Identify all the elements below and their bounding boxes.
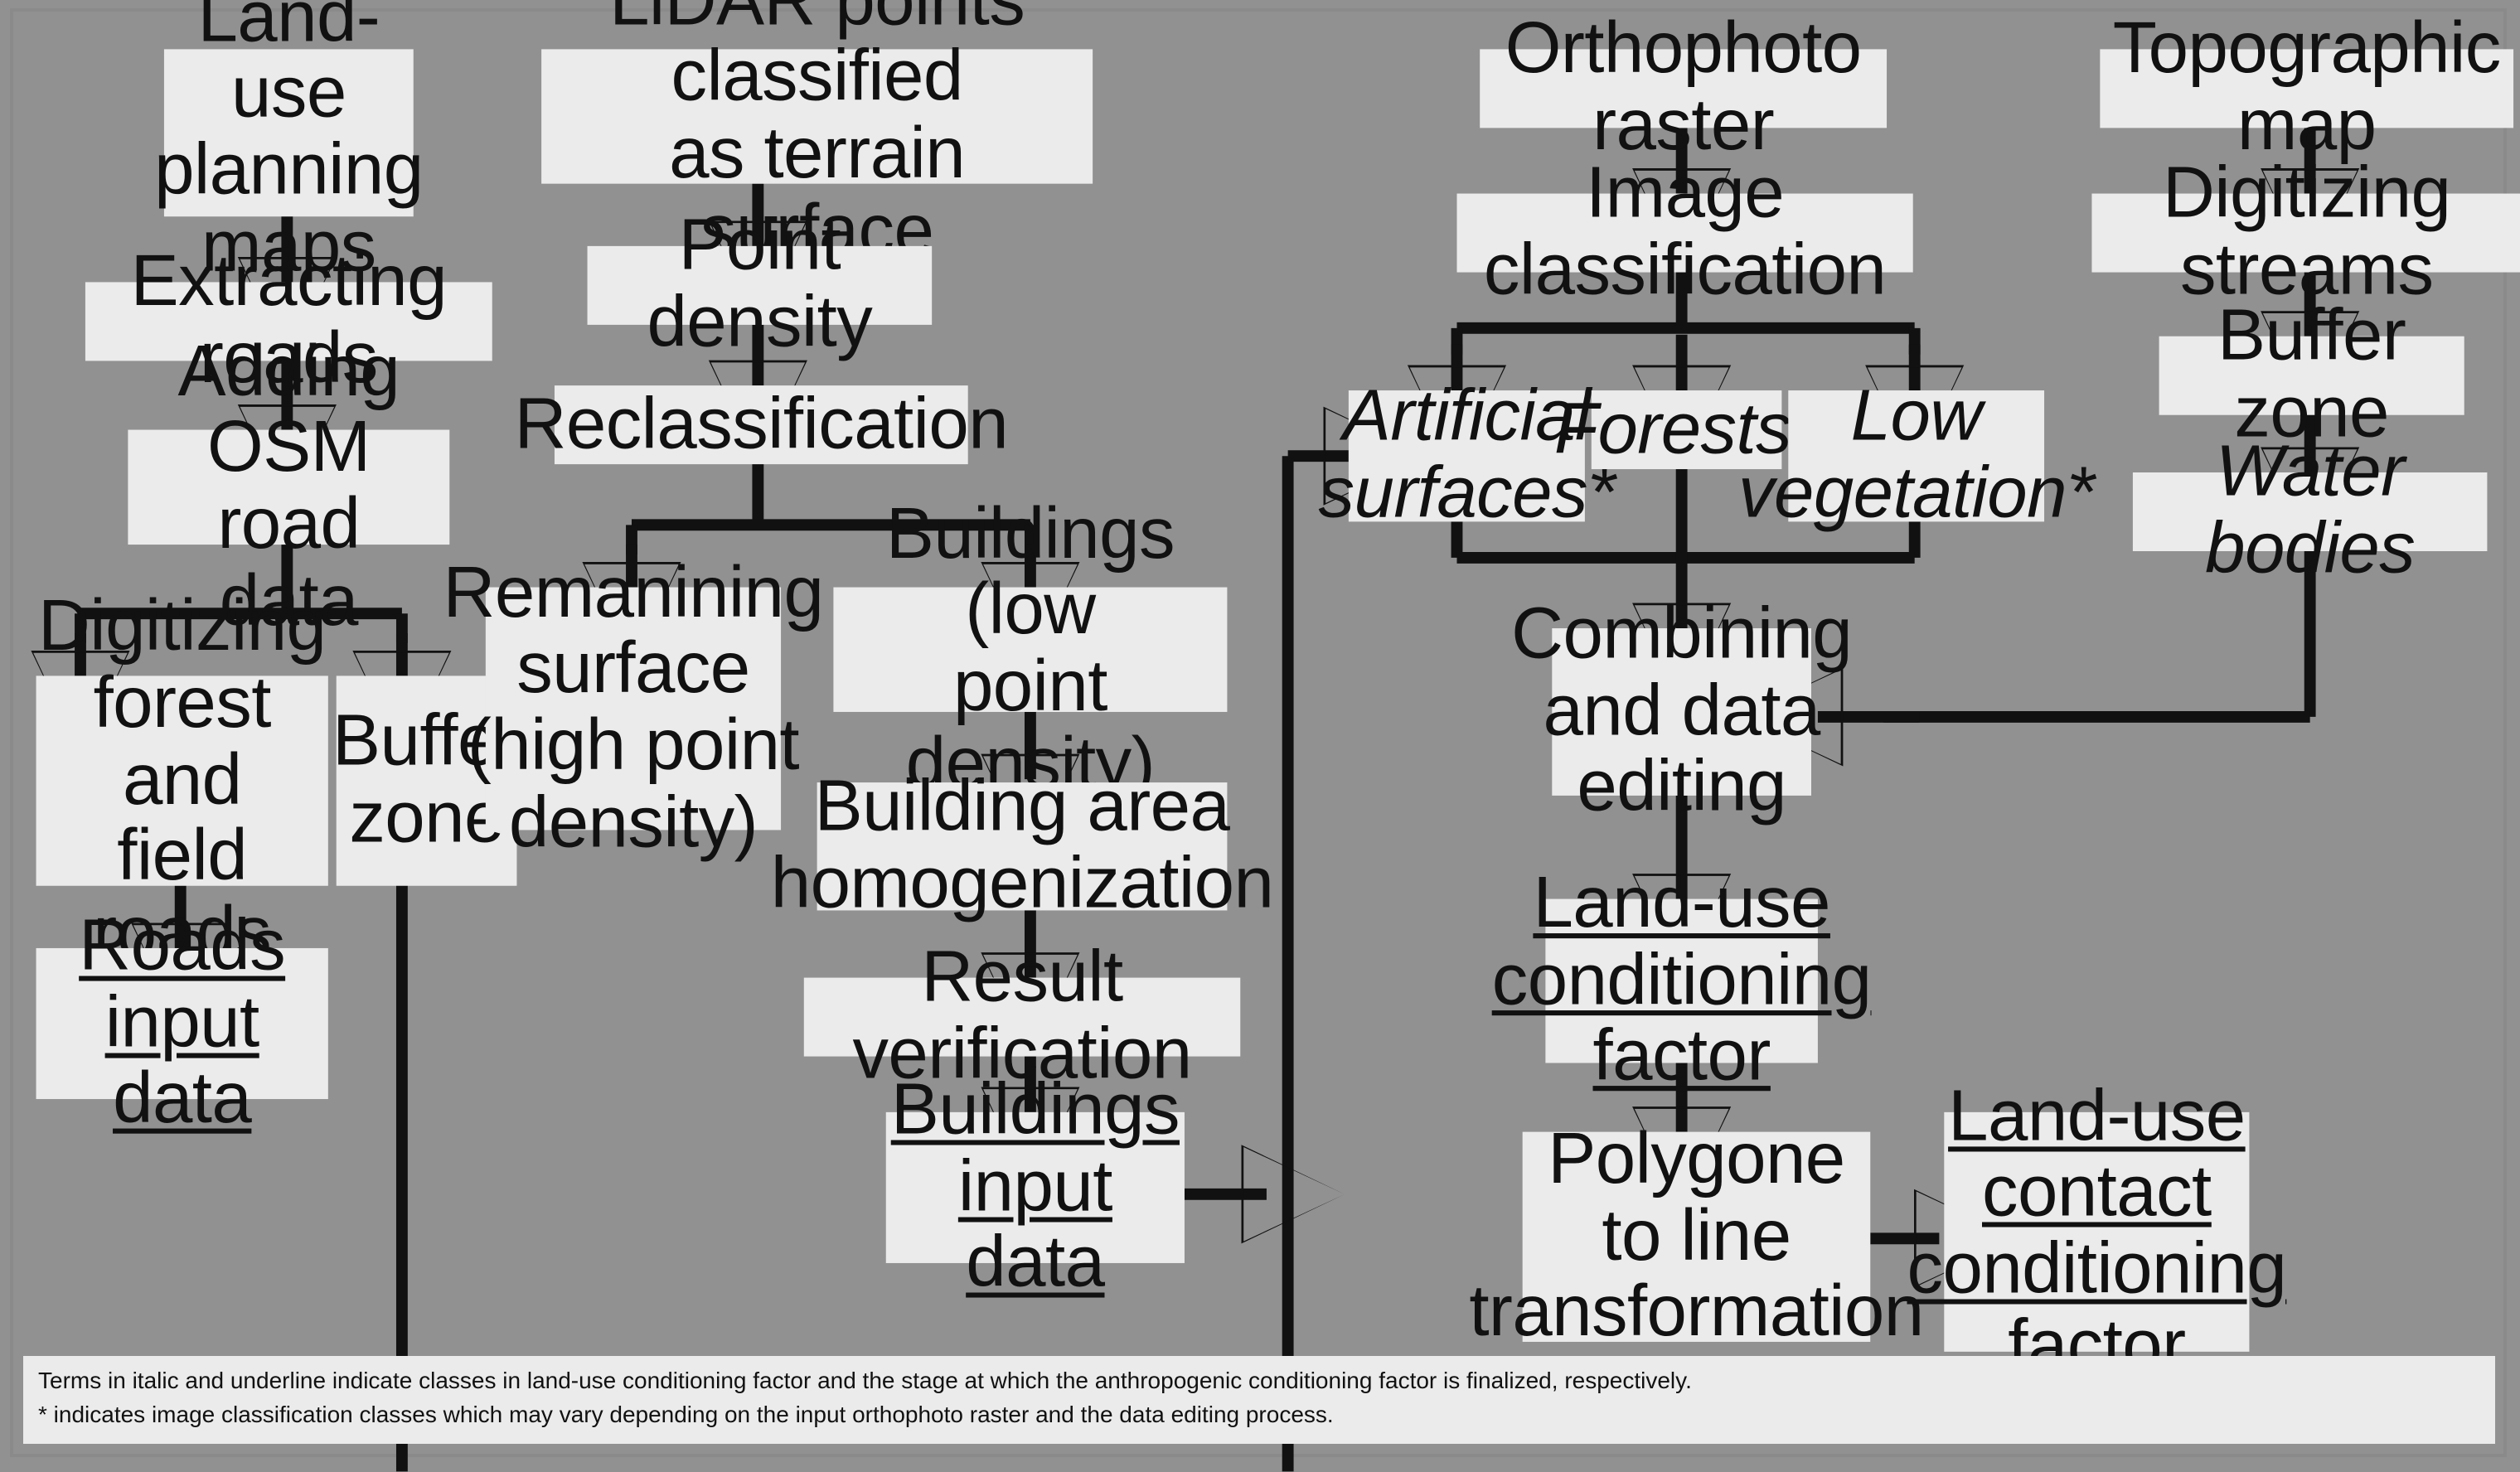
- node-topographic-map: Topographic map: [2100, 11, 2514, 164]
- node-line: forest and: [93, 662, 272, 820]
- node-line: Point density: [647, 206, 873, 363]
- node-line: conditioning: [1491, 939, 1872, 1020]
- node-line: Adding OSM: [177, 331, 400, 488]
- node-line: Image classification: [1483, 153, 1887, 311]
- node-point-density: Point density: [587, 207, 933, 361]
- node-line: Remanining: [443, 552, 824, 633]
- node-line: Artificial: [1342, 375, 1592, 457]
- node-line: conditioning: [1907, 1228, 2287, 1310]
- node-line: input data: [957, 1145, 1112, 1304]
- figure-border: [10, 8, 2507, 1457]
- node-line: Reclassification: [514, 383, 1009, 464]
- node-line: maps: [201, 206, 376, 287]
- node-line: transformation: [1469, 1271, 1924, 1353]
- node-forests: Forests*: [1554, 390, 1820, 470]
- node-line: Forests*: [1553, 388, 1820, 469]
- node-buildings-low-point-density: Buildings (low point density): [833, 495, 1228, 801]
- node-adding-osm-road-data: Adding OSM road data: [128, 333, 450, 639]
- node-line: (high point: [467, 705, 800, 787]
- node-land-use-planning-maps: Land-use planning maps: [154, 0, 424, 284]
- node-extracting-roads: Extracting roads: [85, 244, 492, 397]
- node-artificial-surfaces: Artificial surfaces*: [1319, 379, 1616, 531]
- node-combining-and-data-editing: Combining and data editing: [1511, 596, 1853, 825]
- node-line: zone: [349, 777, 504, 859]
- node-line: Digitizing streams: [2163, 153, 2451, 311]
- node-line: Orthophoto raster: [1505, 8, 1862, 166]
- node-line: road data: [217, 483, 361, 642]
- node-buildings-input-data: Buildings input data: [885, 1072, 1185, 1301]
- node-line: Result verification: [852, 937, 1192, 1095]
- node-water-bodies: Water bodies: [2132, 433, 2488, 587]
- node-line: Buildings (low: [885, 493, 1175, 651]
- node-result-verification: Result verification: [803, 939, 1241, 1092]
- node-line: Combining: [1511, 593, 1853, 675]
- node-line: Buffer zone: [2217, 295, 2406, 453]
- legend-box: Terms in italic and underline indicate c…: [23, 1356, 2495, 1444]
- node-line: editing: [1577, 747, 1786, 828]
- node-lidar-points-classified: LiDAR points classified as terrain surfa…: [541, 0, 1093, 269]
- node-digitizing-streams: Digitizing streams: [2091, 155, 2520, 308]
- node-line: LiDAR points classified: [609, 0, 1025, 118]
- node-line: density): [508, 782, 758, 863]
- node-image-classification: Image classification: [1456, 155, 1913, 308]
- node-roads-input-data: Roads input data: [36, 908, 328, 1137]
- node-line: Low: [1850, 375, 1983, 457]
- node-line: homogenization: [770, 843, 1274, 924]
- node-building-area-homogenization: Building area homogenization: [771, 769, 1274, 922]
- node-land-use-contact-conditioning-factor: Land-use contact conditioning factor: [1907, 1078, 2287, 1383]
- node-line: vegetation*: [1738, 453, 2095, 534]
- node-line: Land-use: [1948, 1075, 2246, 1156]
- node-buffer-zone-streams: Buffer zone: [2159, 298, 2464, 451]
- node-orthophoto-raster: Orthophoto raster: [1480, 11, 1888, 164]
- node-low-vegetation: Low vegetation*: [1738, 379, 2095, 531]
- node-line: Building area: [814, 767, 1230, 847]
- node-line: Land-use: [1533, 863, 1830, 944]
- node-land-use-conditioning-factor: Land-use conditioning factor: [1492, 865, 1872, 1094]
- node-line: input data: [104, 981, 259, 1140]
- node-line: to line: [1602, 1195, 1791, 1276]
- node-line: factor: [1592, 1015, 1771, 1097]
- node-line: surface: [516, 628, 750, 709]
- node-line: Topographic map: [2112, 8, 2502, 166]
- node-digitizing-forest-and-field-roads: Digitizing forest and field roads: [36, 588, 328, 971]
- node-line: Digitizing: [38, 586, 327, 667]
- node-line: Extracting roads: [130, 241, 448, 399]
- node-line: Water bodies: [2205, 432, 2416, 589]
- node-reclassification: Reclassification: [515, 385, 1009, 465]
- node-line: planning: [154, 129, 424, 211]
- node-line: Buildings: [890, 1069, 1180, 1150]
- node-line: Land-use: [197, 0, 380, 134]
- legend-line-1: Terms in italic and underline indicate c…: [38, 1368, 1692, 1393]
- node-line: Polygone: [1548, 1118, 1845, 1199]
- legend-line-2: * indicates image classification classes…: [38, 1401, 1334, 1427]
- node-line: and data: [1543, 670, 1821, 751]
- node-remaining-surface: Remanining surface (high point density): [443, 554, 824, 859]
- node-line: surfaces*: [1318, 453, 1616, 534]
- node-polygone-to-line-transformation: Polygone to line transformation: [1469, 1121, 1924, 1350]
- node-line: contact: [1982, 1152, 2212, 1233]
- node-line: Roads: [79, 905, 286, 986]
